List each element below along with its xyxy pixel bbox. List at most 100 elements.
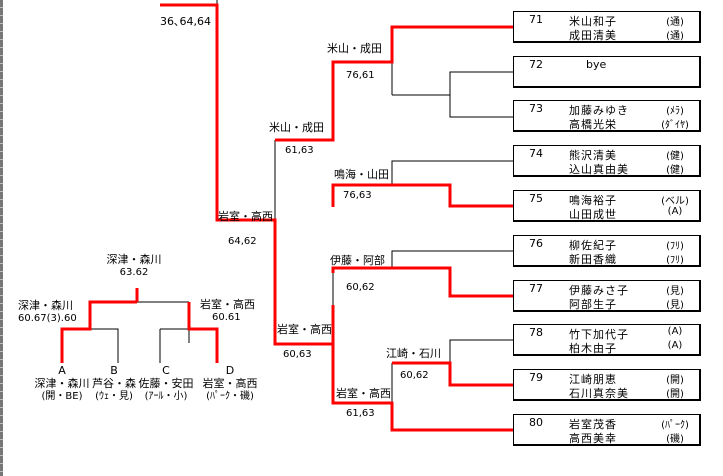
player-club: (A) bbox=[667, 340, 683, 351]
left-border bbox=[0, 0, 3, 476]
entry-box-74: 74 熊沢清美 (健) 込山真由美 (健) bbox=[513, 145, 701, 177]
player-club: (健) bbox=[666, 151, 684, 162]
winner-label: 岩室・高西 bbox=[200, 298, 255, 311]
bye-label: bye bbox=[586, 58, 607, 71]
player-name: 新田香織 bbox=[569, 253, 617, 266]
playoff-team-b: B 芦谷・森 (ｳｪ・見) bbox=[86, 364, 142, 403]
team-names: 岩室・高西 bbox=[202, 377, 258, 390]
player-club: (開) bbox=[666, 375, 684, 386]
entry-number: 72 bbox=[529, 58, 543, 71]
match-score: 60.61 bbox=[212, 312, 241, 323]
entry-number: 74 bbox=[529, 147, 543, 160]
team-names: 芦谷・森 bbox=[92, 377, 136, 390]
player-name: 阿部生子 bbox=[569, 298, 617, 311]
team-letter: B bbox=[110, 364, 118, 377]
winner-line-75 bbox=[392, 183, 513, 208]
player-name: 柳佐紀子 bbox=[569, 239, 617, 252]
player-club: (A) bbox=[667, 206, 683, 217]
entry-box-78: 78 竹下加代子 (A) 柏木由子 (A) bbox=[513, 324, 701, 356]
winner-line-r2-74-75 bbox=[331, 183, 392, 207]
player-club: (通) bbox=[666, 17, 684, 28]
winner-label: 米山・成田 bbox=[327, 42, 382, 55]
winner-line-80 bbox=[331, 305, 513, 432]
playoff-final-result: 深津・森川 63.62 bbox=[104, 253, 164, 279]
match-score: 60,62 bbox=[346, 282, 375, 293]
entry-box-79: 79 江崎朋恵 (開) 石川真奈美 (開) bbox=[513, 369, 701, 401]
player-club: (通) bbox=[666, 31, 684, 42]
playoff-line-c-join bbox=[160, 328, 190, 343]
playoff-semi-right-result: 岩室・高西 60.61 bbox=[200, 298, 260, 324]
playoff-winner-a bbox=[60, 300, 137, 363]
match-score: 63.62 bbox=[119, 267, 149, 278]
playoff-team-a: A 深津・森川 (開・BE) bbox=[30, 364, 94, 403]
player-name: 岩室茂香 bbox=[569, 418, 617, 431]
team-clubs: (開・BE) bbox=[41, 391, 83, 402]
match-score: 61,63 bbox=[285, 145, 314, 156]
winner-line-71 bbox=[275, 25, 513, 142]
winner-line-79 bbox=[392, 361, 513, 387]
team-names: 深津・森川 bbox=[34, 377, 90, 390]
player-club: (磯) bbox=[666, 434, 684, 445]
team-letter: A bbox=[58, 364, 66, 377]
match-score: 64,62 bbox=[228, 236, 257, 247]
player-name: 熊沢清美 bbox=[569, 149, 617, 162]
team-clubs: (ｱｰﾙ・小) bbox=[144, 391, 188, 402]
player-name: 込山真由美 bbox=[569, 163, 629, 176]
player-club: (ﾌﾘ) bbox=[666, 255, 684, 266]
winner-label: 深津・森川 bbox=[18, 299, 73, 312]
entry-number: 75 bbox=[529, 192, 543, 205]
entry-number: 78 bbox=[529, 326, 543, 339]
entry-box-73: 73 加藤みゆき (ﾒﾗ) 高橋光栄 (ﾀﾞｲﾔ) bbox=[513, 100, 701, 132]
playoff-team-c: C 佐藤・安田 (ｱｰﾙ・小) bbox=[134, 364, 198, 403]
match-score: 76,63 bbox=[343, 190, 372, 201]
player-name: 石川真奈美 bbox=[569, 387, 629, 400]
winner-label: 岩室・高西 bbox=[277, 323, 332, 336]
entry-number: 73 bbox=[529, 102, 543, 115]
team-letter: D bbox=[225, 364, 235, 377]
entry-number: 77 bbox=[529, 282, 543, 295]
entry-box-72: 72 bye bbox=[513, 56, 701, 88]
team-letter: C bbox=[162, 364, 170, 377]
player-club: (見) bbox=[666, 300, 684, 311]
entry-number: 80 bbox=[529, 416, 543, 429]
match-score: 60.67(3).60 bbox=[18, 313, 77, 324]
playoff-winner-d bbox=[187, 302, 219, 363]
winner-label: 江崎・石川 bbox=[386, 347, 441, 360]
player-club: (開) bbox=[666, 389, 684, 400]
player-name: 米山和子 bbox=[569, 15, 617, 28]
entry-number: 79 bbox=[529, 371, 543, 384]
top-match-score: 36､64,64 bbox=[160, 15, 211, 28]
entry-box-77: 77 伊藤みさ子 (見) 阿部生子 (見) bbox=[513, 280, 701, 312]
winner-label: 岩室・高西 bbox=[336, 387, 391, 400]
match-score: 60,62 bbox=[400, 370, 429, 381]
player-name: 高橋光栄 bbox=[569, 118, 617, 131]
winner-label: 米山・成田 bbox=[269, 121, 324, 134]
team-clubs: (ﾊﾟｰｸ・磯) bbox=[206, 391, 254, 402]
player-club: (A) bbox=[667, 326, 683, 337]
winner-label: 鳴海・山田 bbox=[334, 168, 389, 181]
entry-box-80: 80 岩室茂香 (ﾊﾟｰｸ) 高西美幸 (磯) bbox=[513, 414, 701, 446]
bracket-line-78 bbox=[449, 339, 513, 363]
player-name: 柏木由子 bbox=[569, 342, 617, 355]
player-name: 江崎朋恵 bbox=[569, 373, 617, 386]
player-name: 高西美幸 bbox=[569, 432, 617, 445]
bracket-line-74 bbox=[391, 160, 513, 185]
winner-label: 岩室・高西 bbox=[218, 210, 273, 223]
player-name: 伊藤みさ子 bbox=[569, 284, 629, 297]
team-clubs: (ｳｪ・見) bbox=[95, 391, 133, 402]
player-club: (ﾌﾘ) bbox=[666, 241, 684, 252]
player-club: (ﾀﾞｲﾔ) bbox=[661, 120, 689, 131]
playoff-semi-left-result: 深津・森川 60.67(3).60 bbox=[18, 299, 78, 325]
entry-box-71: 71 米山和子 (通) 成田清美 (通) bbox=[513, 11, 701, 43]
entry-box-76: 76 柳佐紀子 (ﾌﾘ) 新田香織 (ﾌﾘ) bbox=[513, 235, 701, 267]
player-name: 山田成世 bbox=[569, 208, 617, 221]
winner-label: 伊藤・阿部 bbox=[330, 254, 385, 267]
bracket-line-72-73 bbox=[449, 71, 513, 118]
entry-box-75: 75 鳴海裕子 (ベル) 山田成世 (A) bbox=[513, 190, 701, 222]
player-name: 竹下加代子 bbox=[569, 328, 629, 341]
playoff-team-d: D 岩室・高西 (ﾊﾟｰｸ・磯) bbox=[198, 364, 262, 403]
entry-number: 71 bbox=[529, 13, 543, 26]
player-club: (ﾒﾗ) bbox=[666, 106, 684, 117]
team-names: 佐藤・安田 bbox=[138, 377, 194, 390]
